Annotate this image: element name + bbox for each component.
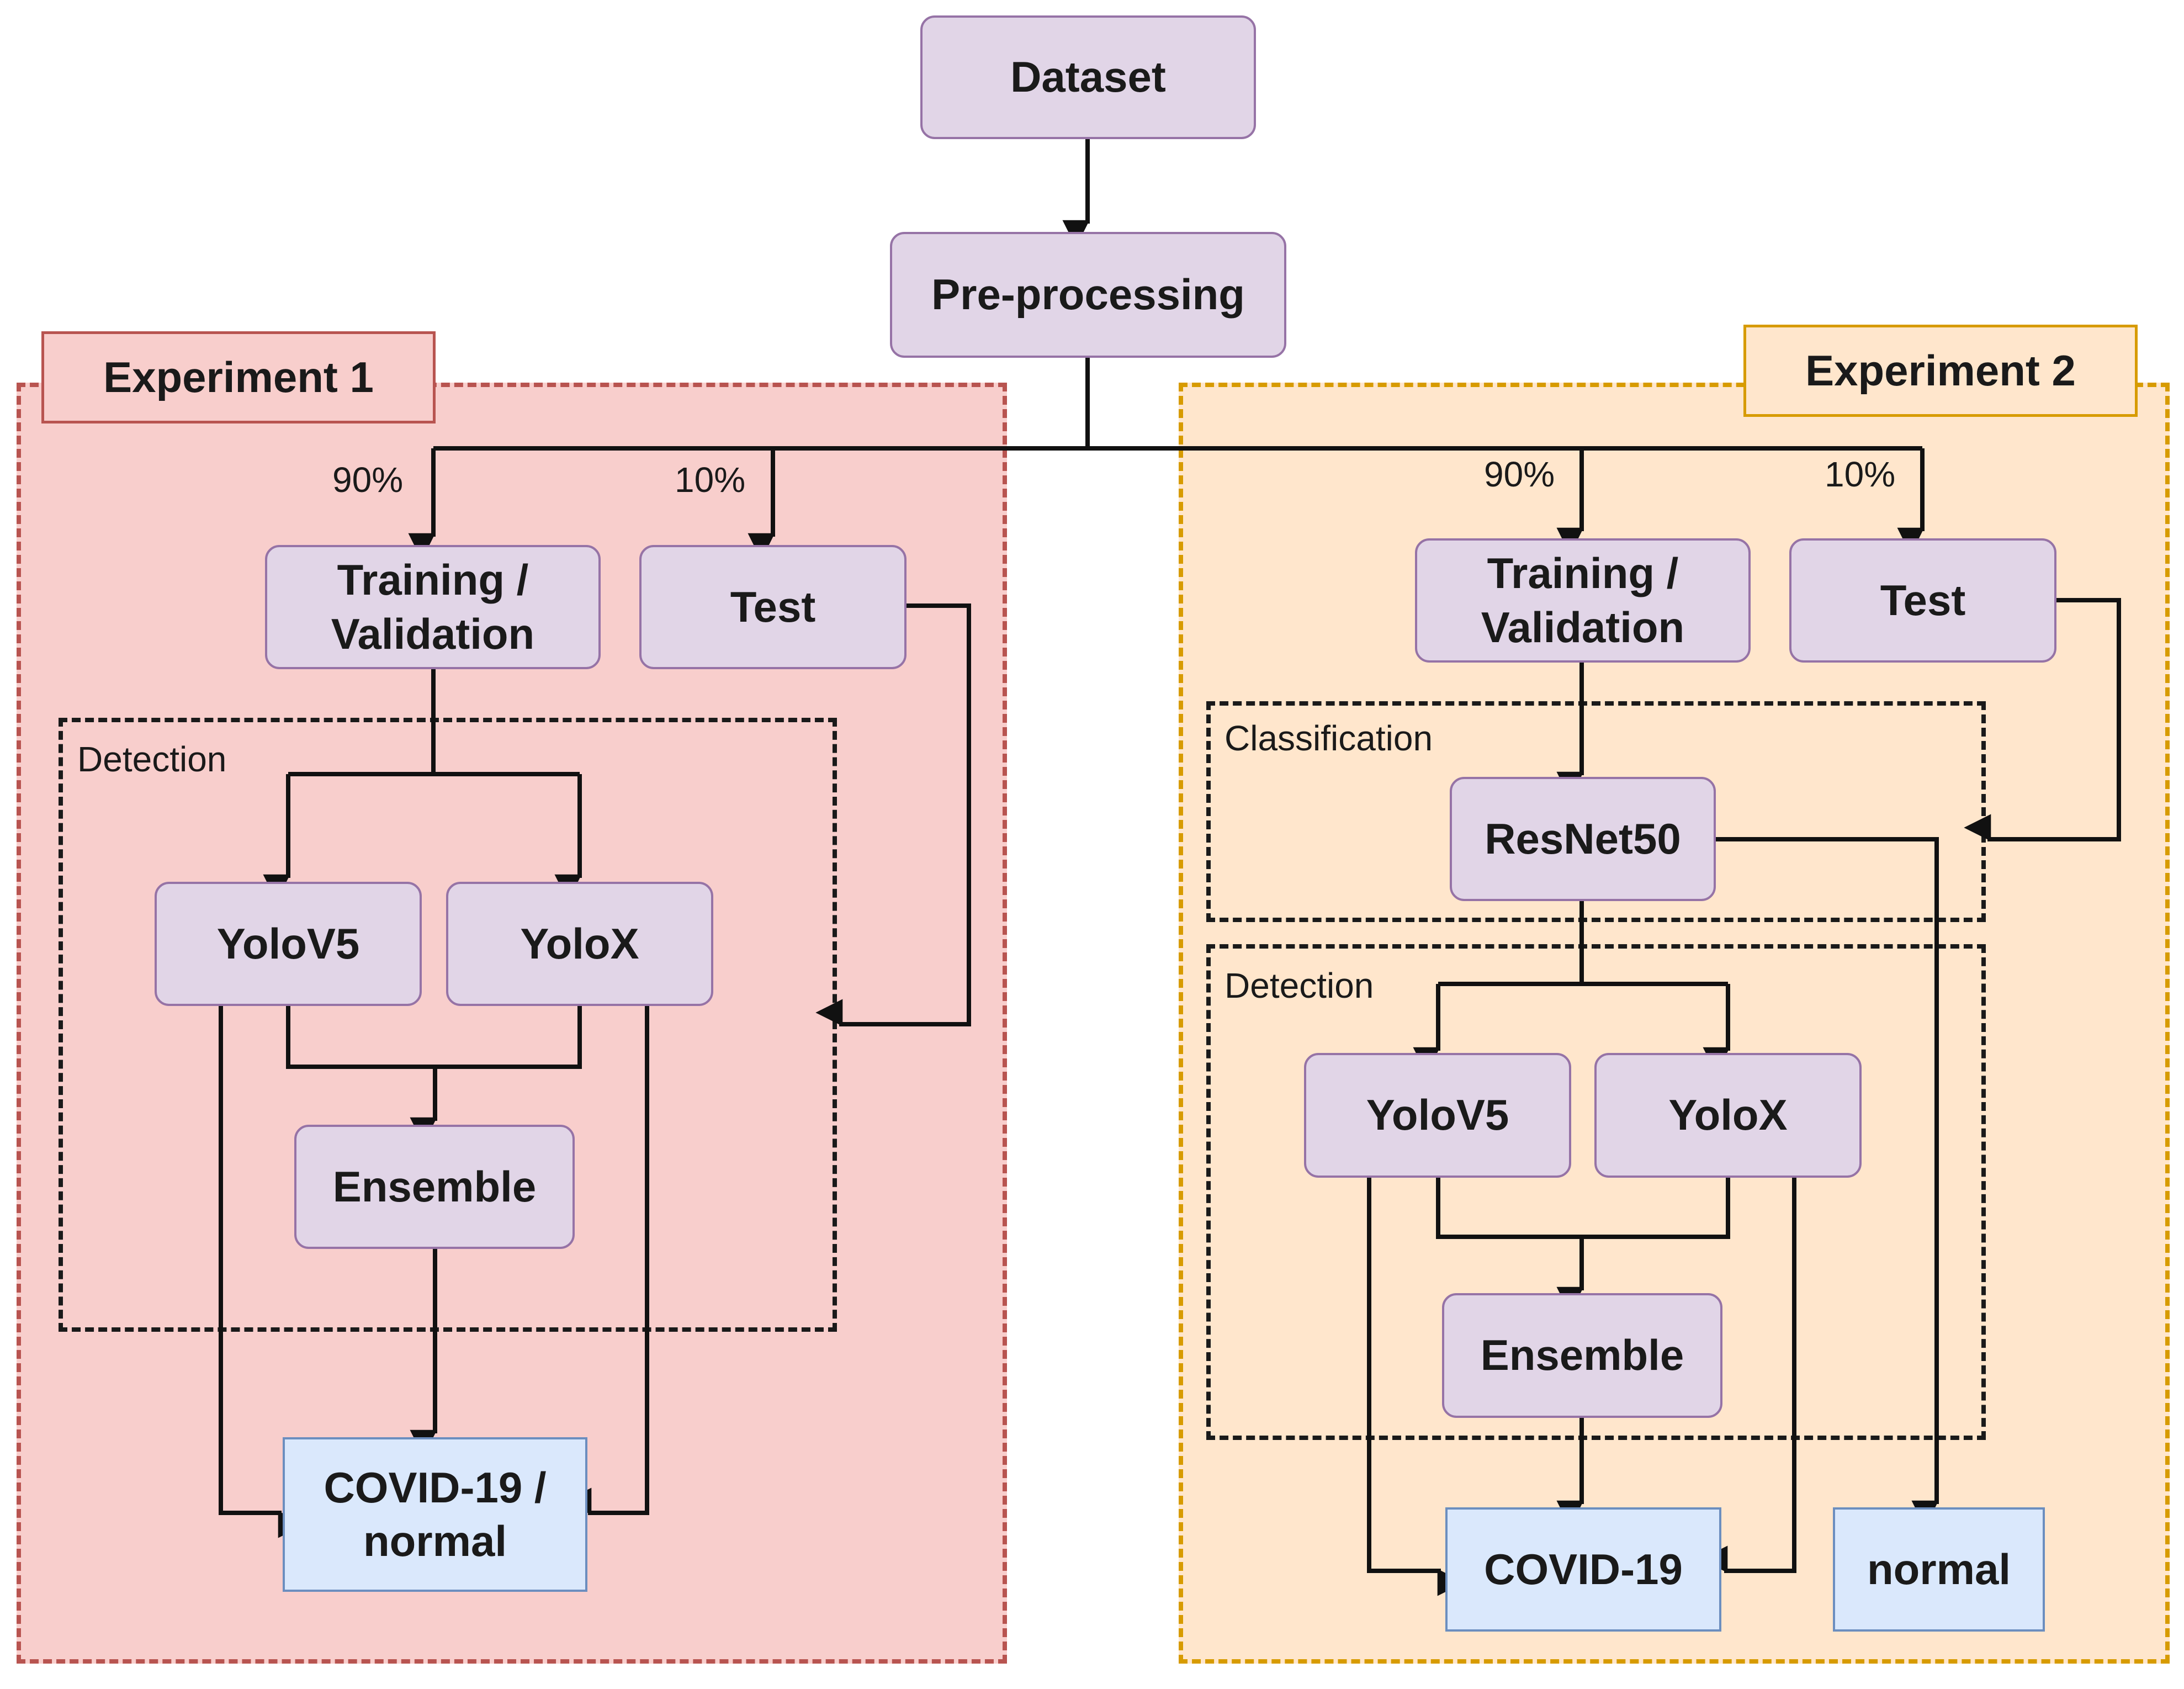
- exp1-yolov5-node: YoloV5: [155, 882, 422, 1006]
- exp1-test-label: Test: [730, 582, 816, 631]
- preprocessing-node: Pre-processing: [890, 232, 1286, 358]
- exp1-train-percent: 90%: [332, 460, 404, 500]
- exp2-ensemble-label: Ensemble: [1480, 1331, 1684, 1380]
- exp2-yolov5-node: YoloV5: [1304, 1053, 1571, 1178]
- arrow-exp1-yolov5-output: [219, 1006, 305, 1538]
- exp2-train-percent: 90%: [1484, 454, 1555, 494]
- exp2-test-node: Test: [1789, 538, 2056, 663]
- exp2-training-label: Training / Validation: [1481, 549, 1685, 652]
- exp1-output-node: COVID-19 / normal: [283, 1437, 587, 1592]
- exp1-output-label: COVID-19 / normal: [324, 1463, 547, 1566]
- exp2-detection-group: [1206, 944, 1986, 1440]
- exp2-training-node: Training / Validation: [1415, 538, 1751, 663]
- exp2-yolo-join: [1436, 1178, 1730, 1239]
- exp1-test-percent: 10%: [675, 460, 746, 500]
- experiment-1-title: Experiment 1: [103, 353, 374, 401]
- experiment-2-label: Experiment 2: [1743, 325, 2138, 417]
- exp2-test-label: Test: [1880, 575, 1966, 624]
- exp1-training-label: Training / Validation: [331, 555, 535, 658]
- exp2-yolox-node: YoloX: [1594, 1053, 1862, 1178]
- exp1-yolox-node: YoloX: [446, 882, 713, 1006]
- exp1-yolov5-label: YoloV5: [216, 919, 360, 968]
- dataset-label: Dataset: [1010, 52, 1166, 102]
- arrow-exp2-yolov5-covid: [1367, 1178, 1465, 1596]
- dataset-node: Dataset: [920, 15, 1256, 139]
- exp2-classification-group: [1206, 701, 1986, 922]
- exp2-normal-node: normal: [1833, 1507, 2045, 1632]
- arrow-exp1-test-detection: [815, 603, 971, 1026]
- exp2-covid-node: COVID-19: [1445, 1507, 1721, 1632]
- exp2-detection-label: Detection: [1224, 966, 1374, 1005]
- arrow-exp2-test-classification: [1964, 598, 2121, 841]
- exp1-ensemble-label: Ensemble: [332, 1162, 537, 1211]
- experiment-1-label: Experiment 1: [41, 331, 436, 423]
- exp1-yolox-label: YoloX: [520, 919, 639, 968]
- exp2-yolox-label: YoloX: [1668, 1090, 1788, 1140]
- exp1-detection-label: Detection: [77, 739, 227, 779]
- exp2-resnet-label: ResNet50: [1485, 814, 1681, 863]
- exp2-covid-label: COVID-19: [1484, 1544, 1683, 1593]
- arrow-exp2-yolox-covid: [1700, 1178, 1796, 1573]
- arrow-exp1-yolox-output: [564, 1006, 649, 1515]
- preprocessing-label: Pre-processing: [931, 270, 1245, 319]
- exp2-ensemble-node: Ensemble: [1442, 1293, 1722, 1418]
- exp2-yolov5-label: YoloV5: [1366, 1090, 1509, 1140]
- exp2-test-percent: 10%: [1825, 454, 1896, 494]
- arrow-exp2-resnet-normal: [1716, 837, 1939, 1528]
- exp1-test-node: Test: [639, 545, 907, 669]
- exp1-training-node: Training / Validation: [265, 545, 601, 669]
- exp2-normal-label: normal: [1867, 1544, 2011, 1593]
- exp1-yolov5-down: [286, 1006, 582, 1069]
- experiment-2-title: Experiment 2: [1805, 346, 2076, 395]
- exp1-ensemble-node: Ensemble: [294, 1125, 575, 1249]
- exp2-resnet-node: ResNet50: [1450, 777, 1716, 901]
- exp2-classification-label: Classification: [1224, 718, 1433, 758]
